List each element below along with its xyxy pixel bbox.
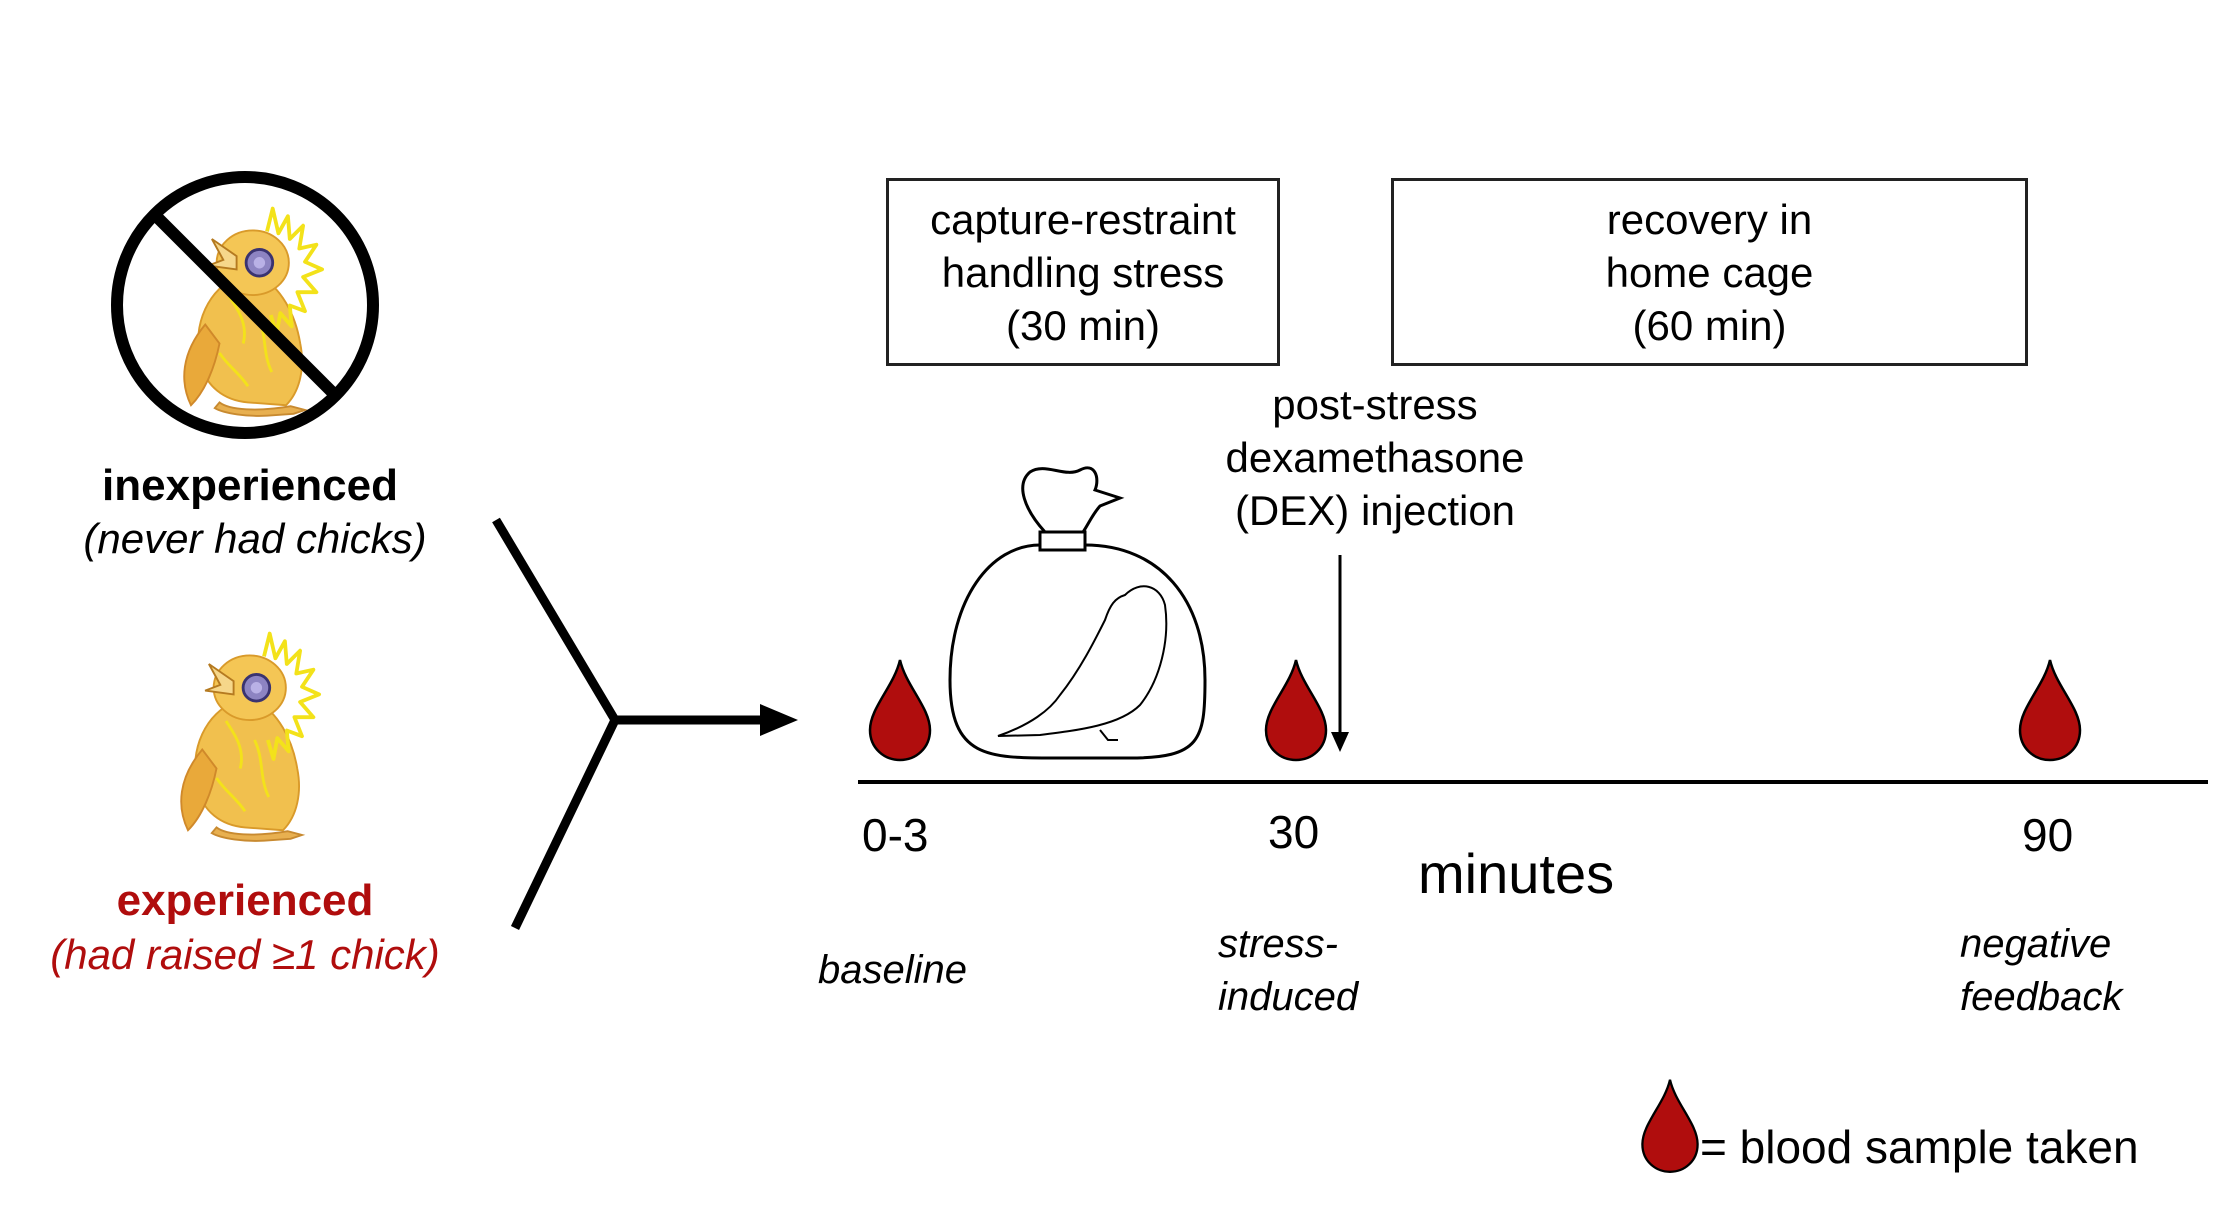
phase-line: negative — [1960, 922, 2112, 966]
blood-drop-icon — [2018, 658, 2082, 762]
arrow-icon — [492, 517, 798, 930]
recovery-box-line: home cage — [1605, 248, 1814, 296]
injection-arrow — [1331, 555, 1349, 752]
group-label-experienced: experienced — [116, 876, 374, 925]
injection-line: (DEX) injection — [1234, 487, 1516, 534]
phase-line: induced — [1218, 975, 1359, 1019]
stress-box-line: capture-restraint — [930, 195, 1236, 243]
time-label: 90 — [2022, 809, 2074, 861]
phase-label: baseline — [818, 948, 968, 992]
phase-line: stress- — [1218, 922, 1338, 966]
injection-line: post-stress — [1272, 381, 1478, 428]
axis-unit-label: minutes — [1418, 842, 1615, 905]
recovery-box: recovery in home cage (60 min) — [1391, 178, 2028, 366]
stress-box-line: handling stress — [941, 248, 1225, 296]
blood-drop-icon — [868, 658, 932, 762]
group-sublabel-experienced: (had raised ≥1 chick) — [50, 931, 440, 978]
recovery-box-line: (60 min) — [1632, 301, 1787, 349]
phase-label: stress- induced — [1218, 918, 1358, 1024]
recovery-box-line: recovery in — [1606, 195, 1813, 243]
phase-line: feedback — [1960, 975, 2123, 1019]
injection-line: dexamethasone — [1225, 434, 1525, 481]
group-sublabel-inexperienced: (never had chicks) — [83, 515, 427, 562]
bag-icon — [948, 466, 1207, 760]
time-label: 30 — [1268, 806, 1320, 858]
group-label-inexperienced: inexperienced — [102, 461, 398, 510]
blood-drop-icon — [1641, 1078, 1699, 1173]
injection-label: post-stress dexamethasone (DEX) injectio… — [1180, 378, 1570, 537]
time-label: 0-3 — [862, 809, 929, 861]
stress-box-line: (30 min) — [1005, 301, 1161, 349]
phase-label: negative feedback — [1960, 918, 2122, 1024]
legend-text: = blood sample taken — [1700, 1121, 2139, 1173]
chick-icon — [179, 631, 322, 843]
no-symbol-icon — [111, 171, 379, 439]
stress-box: capture-restraint handling stress (30 mi… — [886, 178, 1280, 366]
blood-drop-icon — [1264, 658, 1328, 762]
pigeon-icon — [997, 585, 1168, 741]
